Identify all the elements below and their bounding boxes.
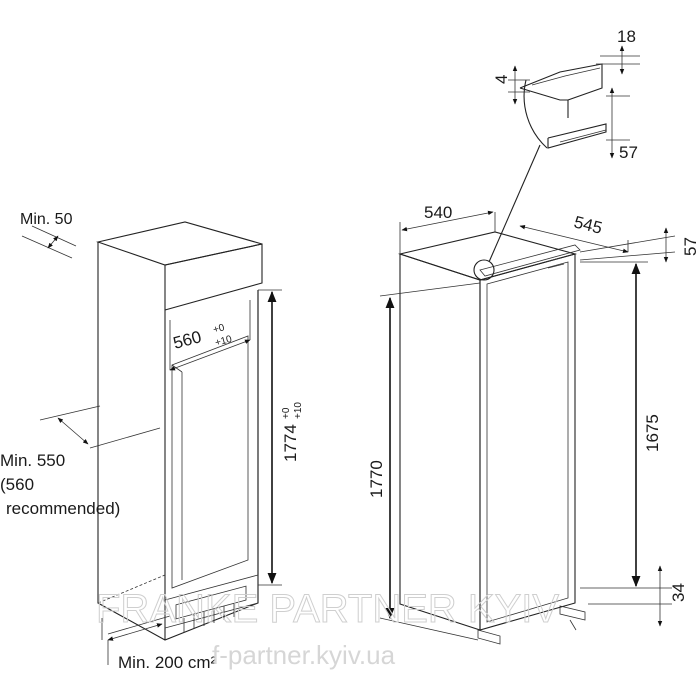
dim-top-gap: [579, 227, 676, 263]
label-vent-area: Min. 200 cm²: [118, 653, 217, 672]
label-niche-width-tol-bottom: +10: [214, 334, 234, 349]
label-detail-18: 18: [617, 27, 636, 46]
appliance-body: [397, 231, 586, 645]
watermark-brand: FRANKE PARTNER KYIV: [96, 587, 559, 631]
label-min-depth-1: Min. 550: [0, 451, 65, 470]
label-niche-width: 560: [171, 327, 203, 353]
dim-min-depth: [39, 405, 161, 449]
label-niche-height-tol-bottom: +10: [293, 402, 304, 419]
watermark-url: f-partner.kyiv.ua: [212, 640, 396, 670]
dim-min-top: [21, 225, 77, 259]
label-total-height: 1770: [367, 460, 386, 498]
detail-callout: [473, 45, 640, 281]
dim-niche-height: [258, 289, 282, 586]
dim-appliance-depth: [519, 225, 629, 253]
label-min-depth-2: (560: [0, 475, 34, 494]
label-bottom-gap: 34: [669, 583, 688, 602]
label-top-gap: 57: [681, 237, 700, 256]
label-detail-57: 57: [619, 143, 638, 162]
label-min-depth-3: recommended): [6, 499, 120, 518]
dim-total-height: [379, 282, 481, 641]
dim-appliance-width: [399, 210, 496, 254]
label-niche-height-tol-top: +0: [281, 407, 292, 419]
label-niche-width-tol-top: +0: [212, 322, 226, 336]
dim-bottom-gap: [588, 565, 672, 627]
vent-grille: [175, 585, 247, 632]
dim-vent: [101, 615, 171, 665]
niche-cabinet: [96, 221, 263, 641]
label-door-height: 1675: [643, 414, 662, 452]
label-detail-4: 4: [492, 75, 511, 84]
dim-door-height: [580, 261, 648, 589]
dim-niche-width: [169, 300, 251, 371]
label-appliance-width: 540: [424, 203, 452, 222]
label-niche-height: 1774: [281, 424, 300, 462]
label-min-top: Min. 50: [20, 211, 73, 228]
label-appliance-depth: 545: [572, 212, 604, 237]
